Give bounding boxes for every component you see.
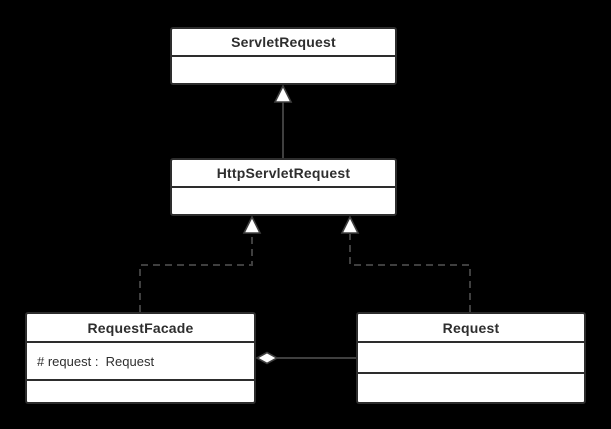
realization-edge-requestfacade-httpservletrequest[interactable] bbox=[139, 215, 262, 312]
attributes-compartment bbox=[358, 341, 584, 372]
class-title: Request bbox=[442, 319, 500, 336]
class-httpservletrequest[interactable]: HttpServletRequest bbox=[170, 158, 397, 216]
class-title: RequestFacade bbox=[87, 319, 194, 336]
operations-compartment bbox=[358, 371, 584, 403]
class-request[interactable]: Request bbox=[356, 312, 586, 404]
attributes-compartment bbox=[172, 55, 395, 83]
attributes-compartment: # request : Request bbox=[27, 341, 254, 379]
generalization-edge-httpservletrequest-servletrequest[interactable] bbox=[273, 84, 293, 158]
hollow-triangle-arrowhead bbox=[242, 215, 262, 234]
class-servletrequest[interactable]: ServletRequest bbox=[170, 27, 397, 85]
operations-compartment bbox=[27, 379, 254, 402]
hollow-diamond bbox=[255, 351, 279, 365]
hollow-triangle-arrowhead bbox=[340, 215, 360, 234]
class-title: HttpServletRequest bbox=[216, 165, 351, 181]
class-title: ServletRequest bbox=[231, 34, 336, 50]
realization-edge-request-httpservletrequest[interactable] bbox=[340, 215, 471, 312]
class-requestfacade[interactable]: RequestFacade # request : Request bbox=[25, 312, 256, 404]
attribute-request: # request : Request bbox=[37, 353, 155, 369]
hollow-triangle-arrowhead bbox=[273, 84, 293, 103]
attributes-compartment bbox=[172, 186, 395, 214]
aggregation-edge-requestfacade-request[interactable] bbox=[255, 351, 356, 365]
